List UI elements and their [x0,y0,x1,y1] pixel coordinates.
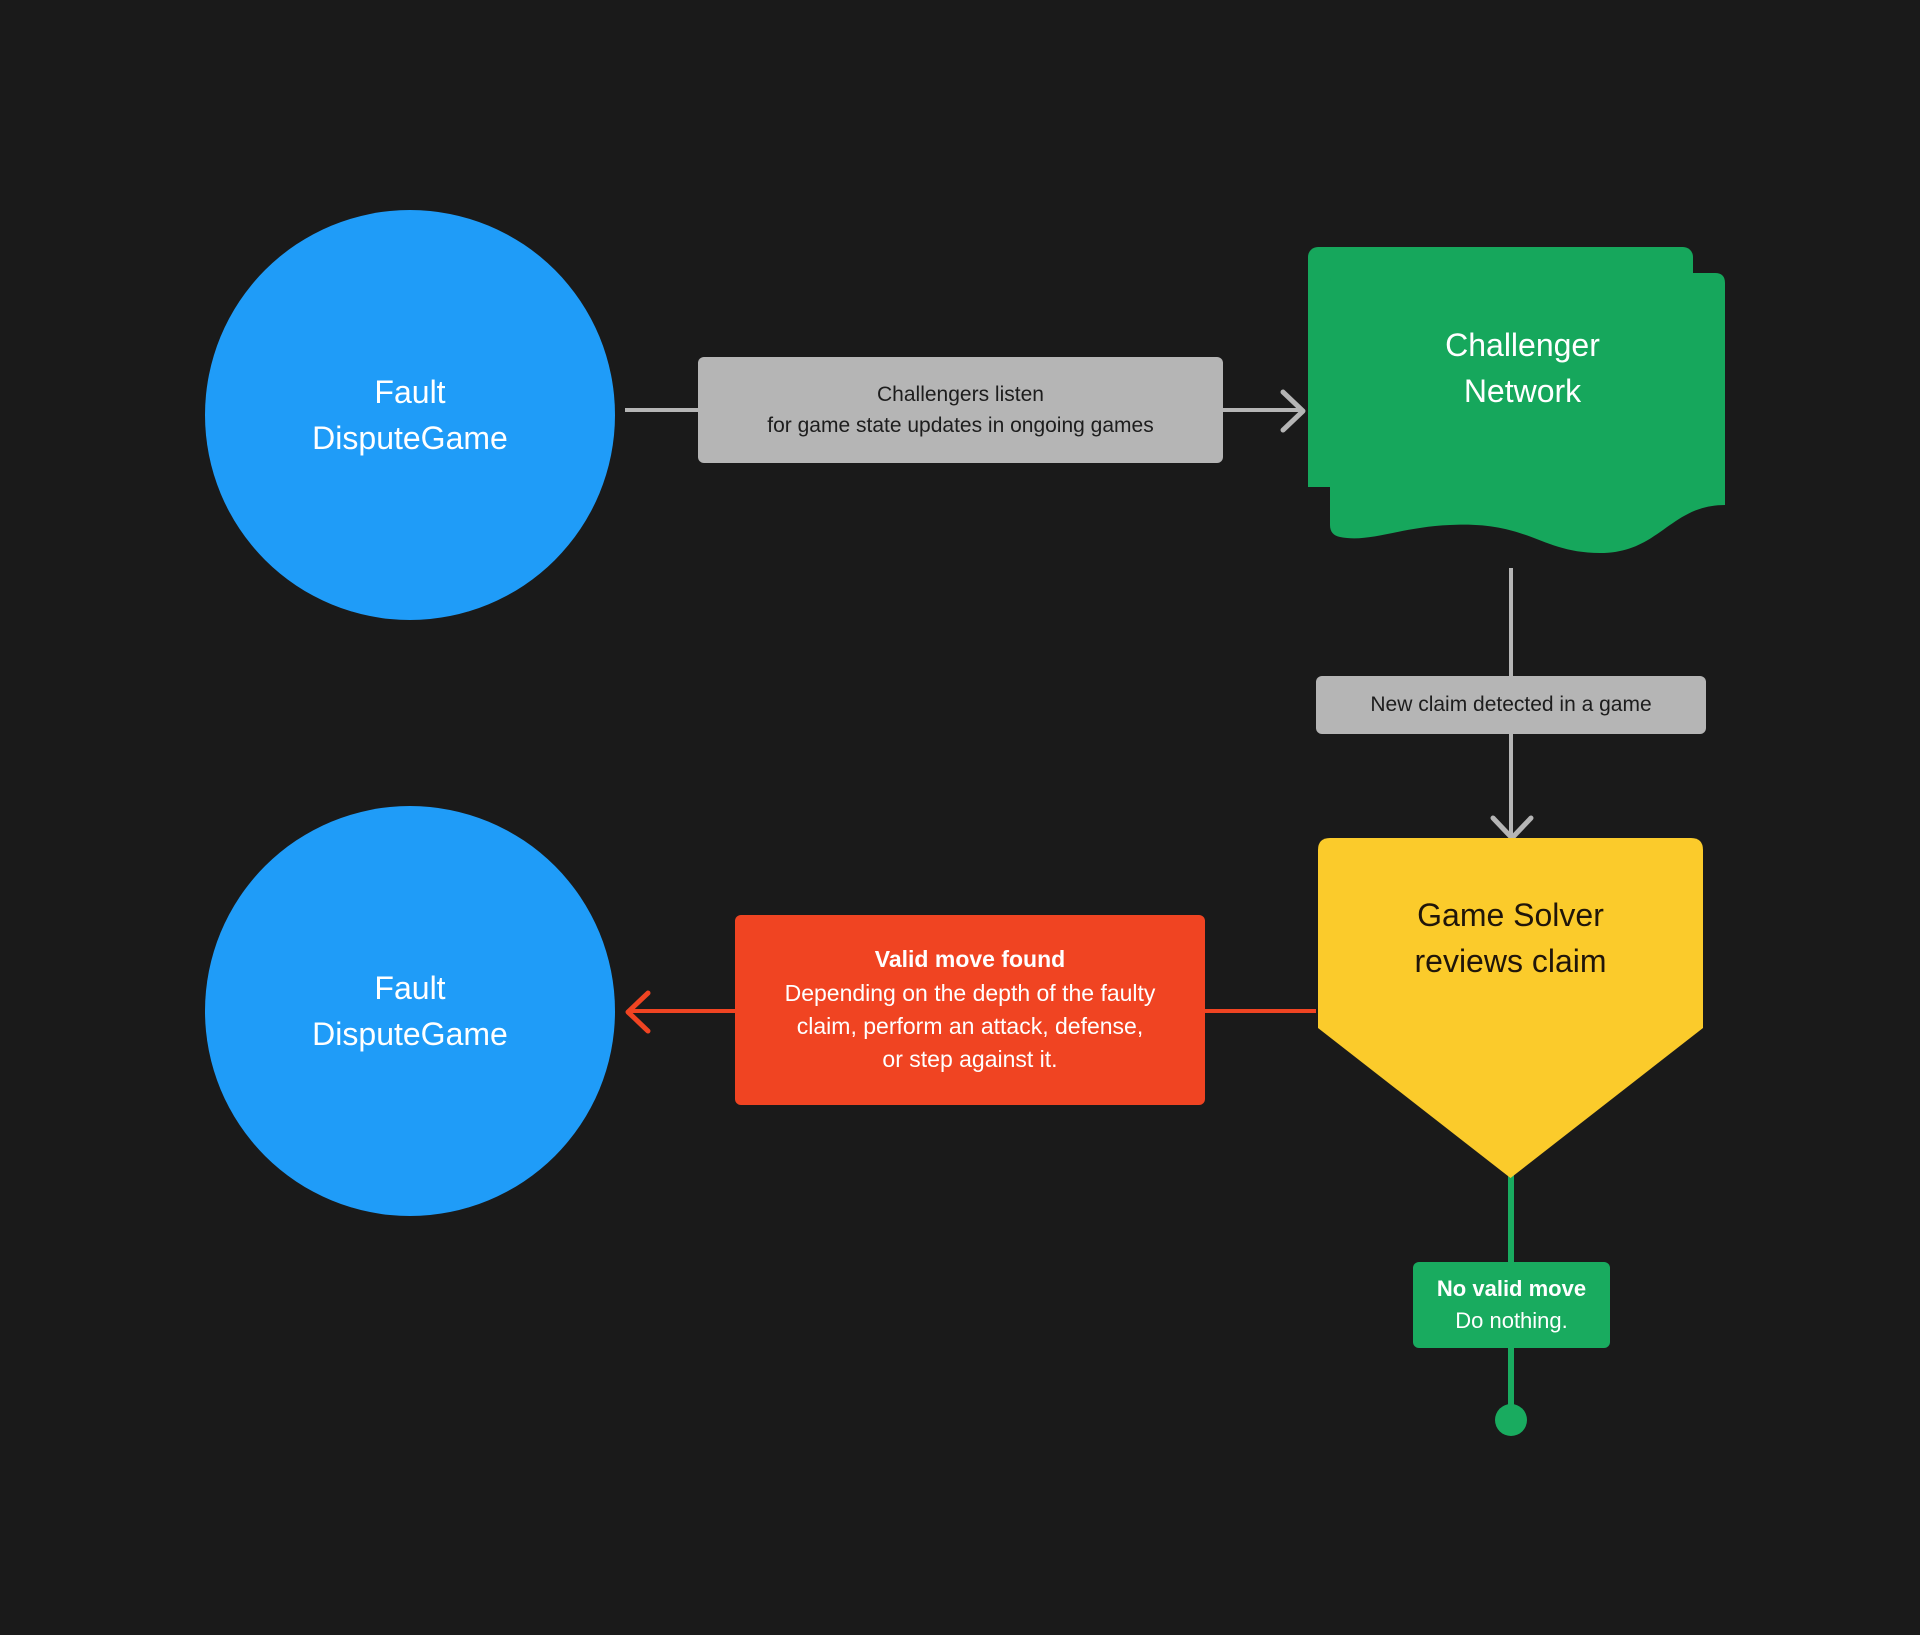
edge-label-valid-move: Valid move found Depending on the depth … [735,915,1205,1105]
edge-label-new-claim-text: New claim detected in a game [1370,693,1652,717]
node-label-game-solver: Game Solver reviews claim [1414,896,1607,979]
arrowhead-right-gray [1280,389,1306,433]
node-game-solver[interactable]: Game Solver reviews claim [1318,838,1703,1178]
edge-label-new-claim: New claim detected in a game [1316,676,1706,734]
edge-label-no-valid-move-text: Do nothing. [1455,1308,1568,1333]
node-fault-dispute-game-bottom[interactable]: Fault DisputeGame [205,806,615,1216]
arrowhead-down-gray [1490,815,1534,841]
arrowhead-left-red [625,990,651,1034]
edge-label-no-valid-move-title: No valid move [1436,1276,1587,1302]
node-label-challenger-network: Challenger Network [1445,326,1600,409]
node-challenger-network[interactable]: Challenger Network [1308,247,1728,567]
pentagon-shape-icon [1318,838,1703,1178]
challenger-network-front-sheet [1330,273,1725,578]
terminator-dot [1495,1404,1527,1436]
node-label-fault-dispute-game-bottom: Fault DisputeGame [312,969,508,1052]
edge-label-valid-move-title: Valid move found [874,946,1066,973]
edge-label-challengers-listen: Challengers listen for game state update… [698,357,1223,463]
edge-label-valid-move-text: Depending on the depth of the faulty cla… [784,979,1156,1073]
edge-label-no-valid-move: No valid move Do nothing. [1413,1262,1610,1348]
node-fault-dispute-game-top[interactable]: Fault DisputeGame [205,210,615,620]
document-shape-icon [1330,273,1725,553]
node-label-fault-dispute-game-top: Fault DisputeGame [312,373,508,456]
edge-label-challengers-listen-text: Challengers listen for game state update… [767,382,1154,438]
